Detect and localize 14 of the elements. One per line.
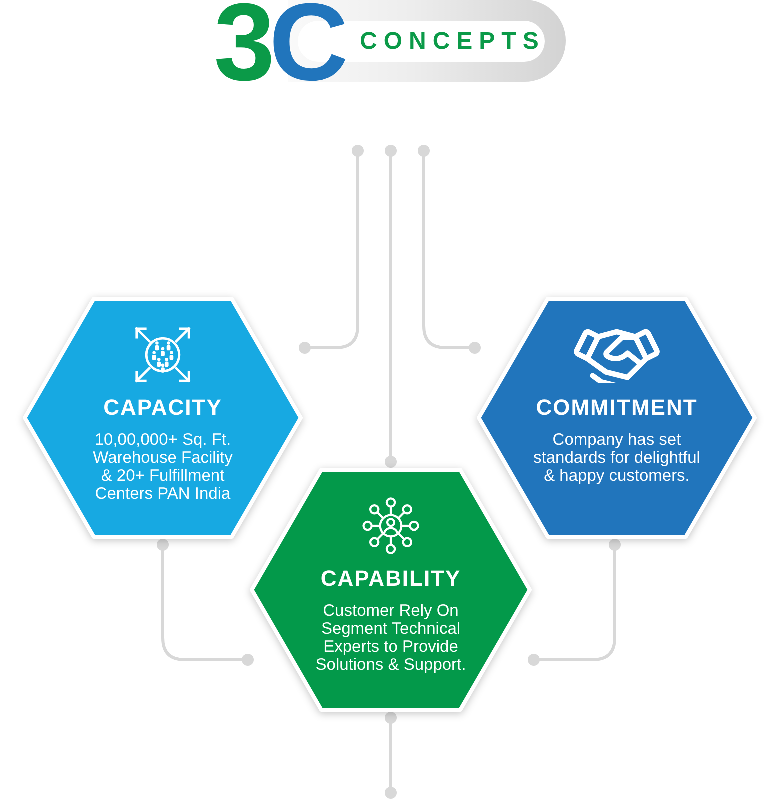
card-description: Customer Rely On Segment Technical Experts to Provide Solutions & Support. [314, 602, 468, 674]
connector-line [385, 145, 397, 468]
diagram-title: CONCEPTS [360, 28, 546, 56]
connector-line [157, 539, 254, 666]
card-title: COMMITMENT [536, 395, 698, 421]
card-title: CAPABILITY [320, 566, 462, 592]
connector-line [385, 712, 397, 799]
card-description: 10,00,000+ Sq. Ft. Warehouse Facility & 20+ Fulfillment Centers PAN India [92, 431, 234, 503]
connector-line [528, 539, 621, 666]
card-title: CAPACITY [104, 395, 222, 421]
connector-line [299, 145, 364, 354]
connector-line [418, 145, 481, 354]
card-description: Company has set standards for delightful & happy customers. [532, 431, 702, 485]
title-initials: 3C [214, 0, 343, 86]
